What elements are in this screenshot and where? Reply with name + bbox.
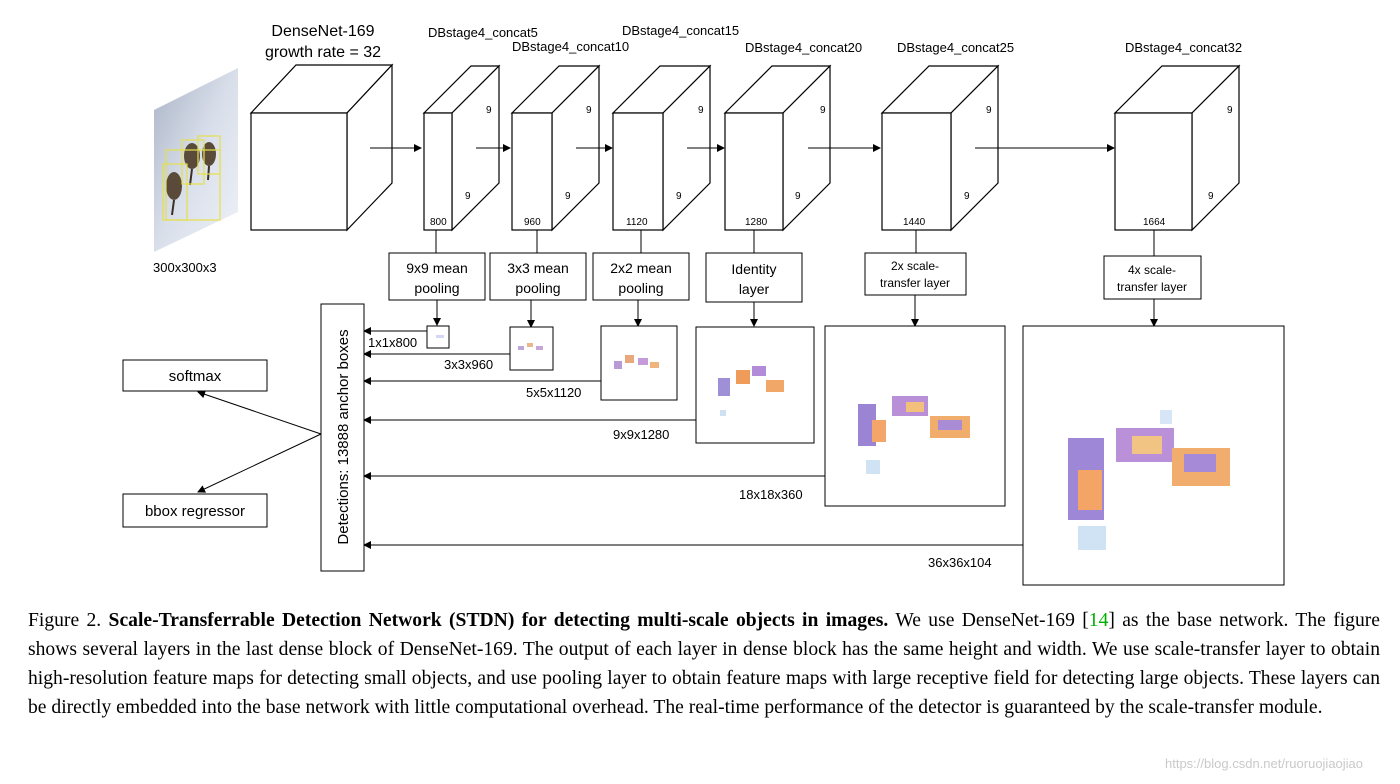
caption-label: Figure 2. (28, 610, 102, 631)
backbone-name: DenseNet-169 (271, 23, 374, 40)
feature-map-9x9 (695, 326, 815, 444)
cube-face (1114, 112, 1193, 231)
cube-channels-label: 800 (430, 217, 447, 228)
cube-width-label: 9 (565, 191, 571, 202)
stage-name: DBstage4_concat25 (897, 40, 1014, 55)
feature-map-size: 3x3x960 (444, 357, 493, 372)
feature-map-36x36 (1022, 325, 1285, 586)
softmax-arrow (197, 390, 322, 435)
feature-map-5x5 (600, 325, 678, 401)
anchor-box-overlays (162, 135, 221, 221)
cube-height-label: 9 (698, 105, 704, 116)
cube-width-label: 9 (676, 191, 682, 202)
cube-width-label: 9 (795, 191, 801, 202)
stage-cube (611, 64, 712, 232)
op-label: layer (739, 281, 770, 297)
stage-cube (1113, 64, 1241, 232)
feature-map-3x3 (509, 326, 554, 371)
softmax-label: softmax (169, 368, 222, 385)
feature-map-18x18 (824, 325, 1006, 507)
stage-name: DBstage4_concat10 (512, 39, 629, 54)
feature-map-size: 1x1x800 (368, 335, 417, 350)
backbone-growth-rate: growth rate = 32 (265, 44, 381, 61)
cube-face (881, 112, 952, 231)
op-featuremap-arrows (433, 295, 1158, 328)
op-label: 4x scale- (1128, 263, 1176, 277)
bbox-regressor-label: bbox regressor (145, 503, 245, 520)
detections-box (320, 303, 365, 572)
cube-height-label: 9 (486, 105, 492, 116)
op-label: 2x2 mean (610, 260, 671, 276)
op-label: 2x scale- (891, 259, 939, 273)
op-box-2x-scale-transfer (864, 252, 967, 296)
cube-channels-label: 960 (524, 217, 541, 228)
cube-op-connectors (435, 230, 1155, 256)
cube-face (724, 112, 784, 231)
input-image (154, 68, 238, 252)
stdn-architecture-figure: 300x300x3 DenseNet-169 growth rate = 32 … (122, 23, 1285, 586)
stage-name: DBstage4_concat15 (622, 23, 739, 38)
figure-caption: Figure 2. Scale-Transferrable Detection … (28, 606, 1380, 722)
cube-height-label: 9 (1227, 105, 1233, 116)
stage-name: DBstage4_concat5 (428, 25, 538, 40)
cube-height-label: 9 (820, 105, 826, 116)
softmax-box (122, 359, 268, 392)
watermark: https://blog.csdn.net/ruoruojiaojiao (1165, 756, 1364, 771)
op-label: pooling (618, 280, 663, 296)
feature-map-size: 9x9x1280 (613, 427, 669, 442)
cube-channels-label: 1120 (626, 217, 648, 228)
stage-cube (422, 64, 501, 232)
cube-face (511, 112, 553, 231)
op-box-3x3-pooling (489, 252, 587, 301)
detection-arrows (363, 327, 1023, 549)
cube-width-label: 9 (465, 191, 471, 202)
stage-name: DBstage4_concat20 (745, 40, 862, 55)
op-box-identity (705, 252, 803, 303)
op-label: transfer layer (880, 276, 950, 290)
cube-channels-label: 1280 (745, 217, 768, 228)
cube-channels-label: 1664 (1143, 217, 1166, 228)
op-label: 3x3 mean (507, 260, 568, 276)
feature-map-size: 5x5x1120 (526, 385, 581, 400)
stage-cube (723, 64, 832, 232)
op-box-2x2-pooling (592, 252, 690, 301)
backbone-cube (249, 63, 394, 232)
citation-link[interactable]: 14 (1088, 610, 1109, 631)
cube-width-label: 9 (964, 191, 970, 202)
cube-height-label: 9 (986, 105, 992, 116)
feature-map-1x1 (426, 325, 450, 349)
stage-name: DBstage4_concat32 (1125, 40, 1242, 55)
cube-face (423, 112, 453, 231)
stage-cube (510, 64, 601, 232)
cube-face (612, 112, 664, 231)
cube-width-label: 9 (1208, 191, 1214, 202)
op-label: pooling (414, 280, 459, 296)
op-label: 9x9 mean (406, 260, 467, 276)
detections-label: Detections: 13888 anchor boxes (335, 329, 352, 544)
op-label: pooling (515, 280, 560, 296)
caption-title: Scale-Transferrable Detection Network (S… (108, 610, 889, 631)
feature-map-size: 36x36x104 (928, 555, 992, 570)
stage-cube (880, 64, 1000, 232)
input-size-label: 300x300x3 (153, 260, 217, 275)
cube-channels-label: 1440 (903, 217, 926, 228)
op-label: transfer layer (1117, 280, 1187, 294)
stage-cubes (422, 64, 1241, 232)
op-label: Identity (731, 261, 776, 277)
caption-text: We use DenseNet-169 [ (895, 610, 1089, 631)
caption-text: ] as the base network. The figure shows … (28, 610, 1380, 718)
cube-height-label: 9 (586, 105, 592, 116)
bbox-regressor-box (122, 493, 268, 528)
feature-map-size: 18x18x360 (739, 487, 803, 502)
bbox-arrow (197, 433, 322, 493)
op-box-4x-scale-transfer (1103, 255, 1202, 300)
